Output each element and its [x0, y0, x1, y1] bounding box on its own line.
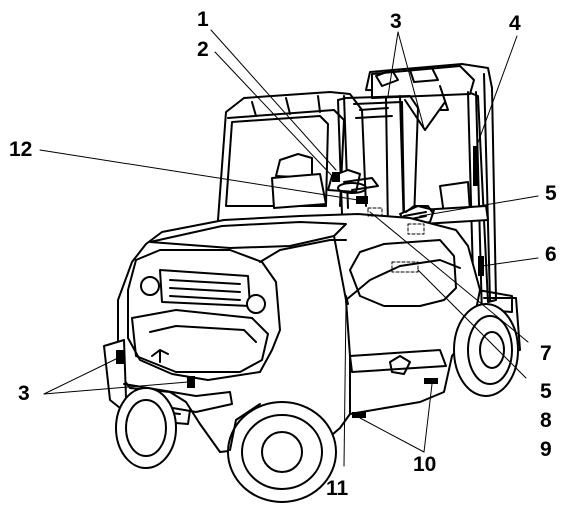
label-mark-2 — [332, 172, 340, 182]
callout-5-lower: 5 — [540, 380, 552, 403]
leader-5-lower — [417, 269, 527, 379]
leader-2 — [214, 51, 335, 179]
callout-3-top: 3 — [390, 10, 402, 33]
callout-7: 7 — [540, 342, 552, 365]
callout-1: 1 — [197, 8, 209, 31]
leader-lines — [39, 29, 539, 467]
label-mark-10-a — [352, 412, 366, 418]
callout-11: 11 — [326, 477, 349, 500]
leader-3c — [43, 357, 119, 395]
callout-6: 6 — [545, 243, 557, 266]
wheels — [115, 303, 519, 503]
leader-3b — [397, 31, 425, 129]
callout-2: 2 — [197, 38, 209, 61]
leader-10b — [423, 383, 433, 453]
callout-9: 9 — [540, 438, 552, 461]
dashed-placeholders — [367, 207, 425, 273]
leader-3d — [43, 381, 189, 395]
label-markers — [116, 146, 484, 418]
leader-5-upper — [419, 195, 539, 217]
leader-3a — [387, 31, 399, 97]
leader-7 — [369, 211, 529, 343]
callout-12: 12 — [9, 138, 33, 161]
placeholder-5 — [407, 223, 425, 235]
label-mark-12 — [356, 196, 368, 204]
leader-11 — [343, 303, 347, 467]
leader-1 — [210, 29, 337, 171]
leader-12 — [39, 149, 359, 201]
leader-4 — [475, 35, 518, 149]
callout-4: 4 — [509, 12, 521, 35]
callout-3-left: 3 — [18, 382, 30, 405]
leader-10a — [359, 417, 425, 453]
leader-6 — [481, 257, 539, 267]
callout-5-upper: 5 — [545, 182, 557, 205]
placeholder-12 — [367, 207, 383, 217]
counterweight-body — [103, 213, 481, 453]
label-mark-4 — [473, 146, 478, 186]
callout-8: 8 — [540, 409, 552, 432]
grab-handle — [405, 205, 433, 213]
label-mark-10-b — [424, 378, 438, 384]
label-mark-3-left-b — [187, 376, 195, 388]
label-mark-6 — [478, 256, 484, 276]
placeholder-7 — [391, 261, 419, 273]
label-mark-3-left-a — [116, 350, 124, 364]
callout-10: 10 — [413, 453, 437, 476]
